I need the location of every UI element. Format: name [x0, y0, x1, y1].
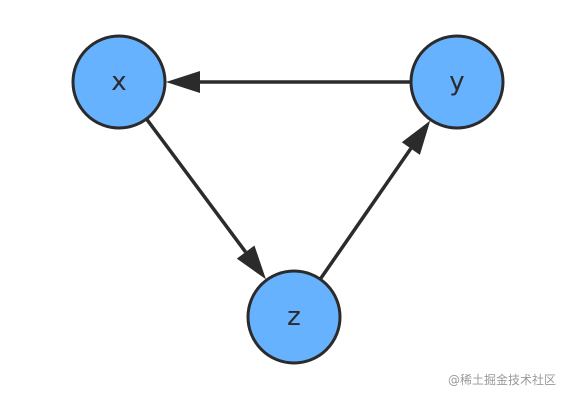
edges-layer [145, 71, 431, 280]
node-label: y [449, 67, 464, 97]
nodes-layer: x y z [71, 34, 505, 365]
node-x: x [71, 34, 167, 130]
node-label: x [111, 67, 126, 97]
arrowhead [166, 71, 200, 93]
node-z: z [246, 269, 342, 365]
edge-y-to-x [166, 71, 410, 93]
edge-line [319, 147, 413, 280]
node-label: z [287, 302, 301, 332]
edge-z-to-y [319, 120, 431, 280]
node-circle [246, 269, 342, 365]
watermark-text: @稀土掘金技术社区 [447, 373, 556, 387]
edge-x-to-z [145, 118, 266, 280]
edge-line [145, 118, 248, 254]
node-circle [409, 34, 505, 130]
node-circle [71, 34, 167, 130]
arrowhead [236, 245, 266, 280]
node-y: y [409, 34, 505, 130]
arrowhead [401, 120, 431, 155]
